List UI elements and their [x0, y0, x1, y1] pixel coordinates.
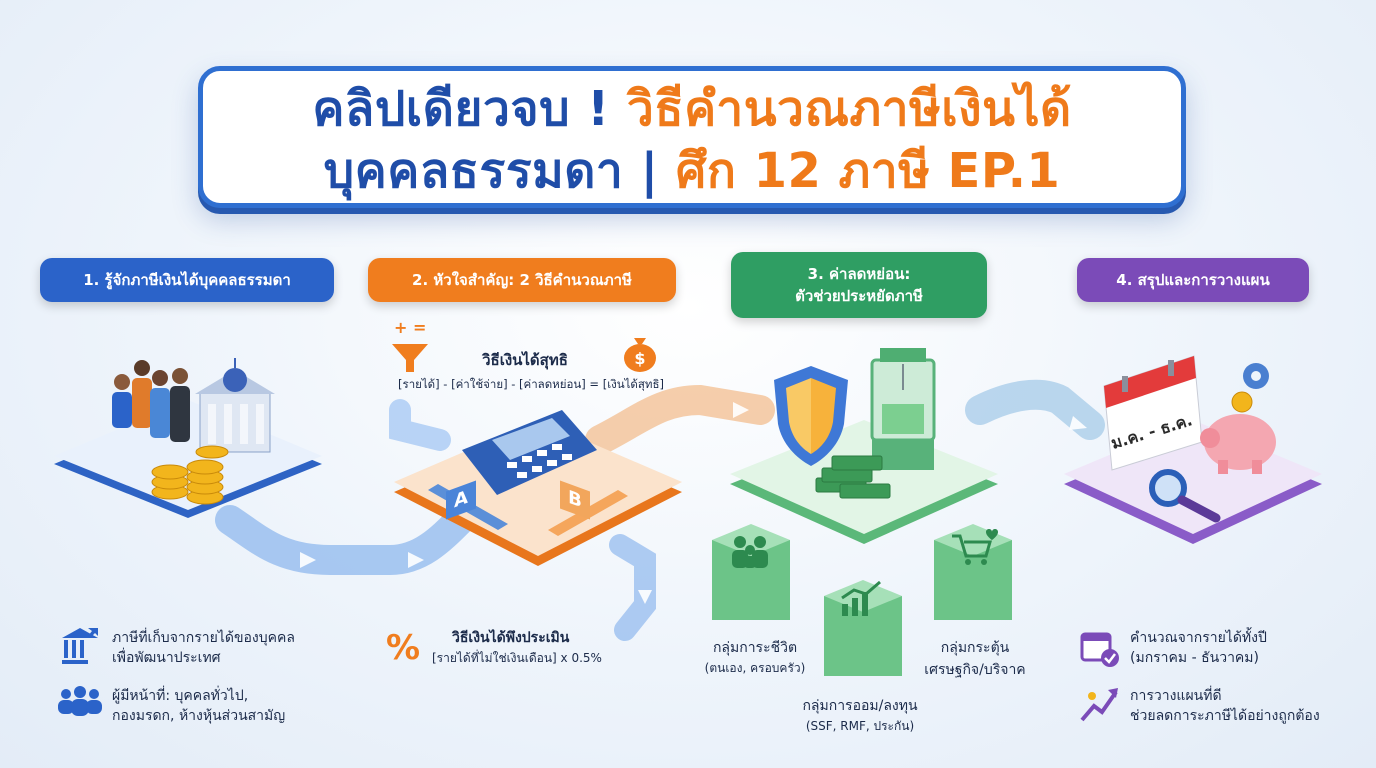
- shield-icon: [774, 366, 848, 466]
- deduction-savings-sub: (SSF, RMF, ประกัน): [805, 719, 915, 733]
- deduction-family-title: กลุ่มการะชีวิต: [712, 640, 798, 656]
- section4-note1-line1: คำนวณจากรายได้ทั้งปี: [1130, 630, 1267, 646]
- title-line-1: คลิปเดียวจบ ! วิธีคำนวณภาษีเงินได้: [203, 79, 1181, 139]
- deduction-box-family: [712, 524, 790, 620]
- section-3-label-line2: ตัวช่วยประหยัดภาษี: [795, 287, 923, 305]
- deduction-donation-title: กลุ่มกระตุ้น: [940, 640, 1010, 656]
- section4-note2-line1: การวางแผนที่ดี: [1130, 688, 1222, 704]
- method-gross-title: วิธีเงินได้พึงประเมิน: [452, 630, 570, 646]
- section1-note2-line2: กองมรดก, ห้างหุ้นส่วนสามัญ: [112, 708, 286, 724]
- section-3-label-line1: 3. ค่าลดหย่อน:: [807, 265, 911, 283]
- section1-note1-line2: เพื่อพัฒนาประเทศ: [112, 650, 221, 666]
- section-4-label: 4. สรุปและการวางแผน: [1077, 258, 1309, 302]
- deduction-donation-sub: เศรษฐกิจ/บริจาค: [924, 662, 1026, 678]
- section-2-label: 2. หัวใจสำคัญ: 2 วิธีคำนวณภาษี: [368, 258, 676, 302]
- section4-note1-line2: (มกราคม - ธันวาคม): [1130, 650, 1259, 666]
- svg-text:$: $: [634, 349, 645, 368]
- gear-icon: [1243, 363, 1269, 389]
- calculator-icon: [462, 410, 597, 495]
- method-net-title: วิธีเงินได้สุทธิ: [482, 351, 568, 369]
- title-banner: คลิปเดียวจบ ! วิธีคำนวณภาษีเงินได้ บุคคล…: [198, 66, 1186, 208]
- title-line2-part1: บุคคลธรรมดา |: [323, 143, 676, 199]
- title-line1-part2: วิธีคำนวณภาษีเงินได้: [626, 81, 1072, 137]
- people-group-icon: [58, 686, 102, 716]
- cart-heart-icon: [952, 529, 998, 565]
- plus-equals-icon: + =: [394, 318, 427, 337]
- title-line-2: บุคคลธรรมดา | ศึก 12 ภาษี EP.1: [203, 141, 1181, 201]
- magnifier-icon: [1149, 469, 1221, 523]
- section-1-label: 1. รู้จักภาษีเงินได้บุคคลธรรมดา: [40, 258, 334, 302]
- method-net-formula: [รายได้] - [ค่าใช้จ่าย] - [ค่าลดหย่อน] =…: [398, 377, 664, 391]
- cash-stack-icon: [815, 455, 891, 499]
- deduction-family-sub: (ตนเอง, ครอบครัว): [704, 661, 806, 675]
- percent-icon: %: [386, 628, 421, 668]
- section1-note2-line1: ผู้มีหน้าที่: บุคคลทั่วไป,: [112, 688, 249, 704]
- calendar-check-icon: [1080, 632, 1119, 667]
- title-line2-part2: ศึก 12 ภาษี EP.1: [675, 143, 1061, 199]
- calendar-icon: [1103, 355, 1203, 471]
- growth-chart-icon: [841, 580, 881, 616]
- section-3-label: 3. ค่าลดหย่อน: ตัวช่วยประหยัดภาษี: [731, 252, 987, 318]
- section4-note2-line2: ช่วยลดการะภาษีได้อย่างถูกต้อง: [1130, 708, 1320, 724]
- family-icon: [732, 536, 768, 568]
- platform-1: [54, 400, 322, 518]
- bank-people-illustration: [112, 358, 275, 505]
- deduction-savings-title: กลุ่มการออม/ลงทุน: [802, 698, 918, 714]
- bank-growth-icon: [62, 628, 98, 664]
- section1-note1-line1: ภาษีที่เก็บจากรายได้ของบุคคล: [112, 630, 295, 646]
- filter-icon: [392, 344, 428, 372]
- money-bag-icon: $: [624, 338, 656, 372]
- claw-machine-icon: [870, 348, 936, 470]
- method-gross-formula: [รายได้ที่ไม่ใช่เงินเดือน] x 0.5%: [432, 651, 602, 665]
- rising-arrow-icon: [1080, 688, 1118, 722]
- piggy-bank-icon: [1200, 391, 1276, 474]
- title-line1-part1: คลิปเดียวจบ !: [312, 81, 627, 137]
